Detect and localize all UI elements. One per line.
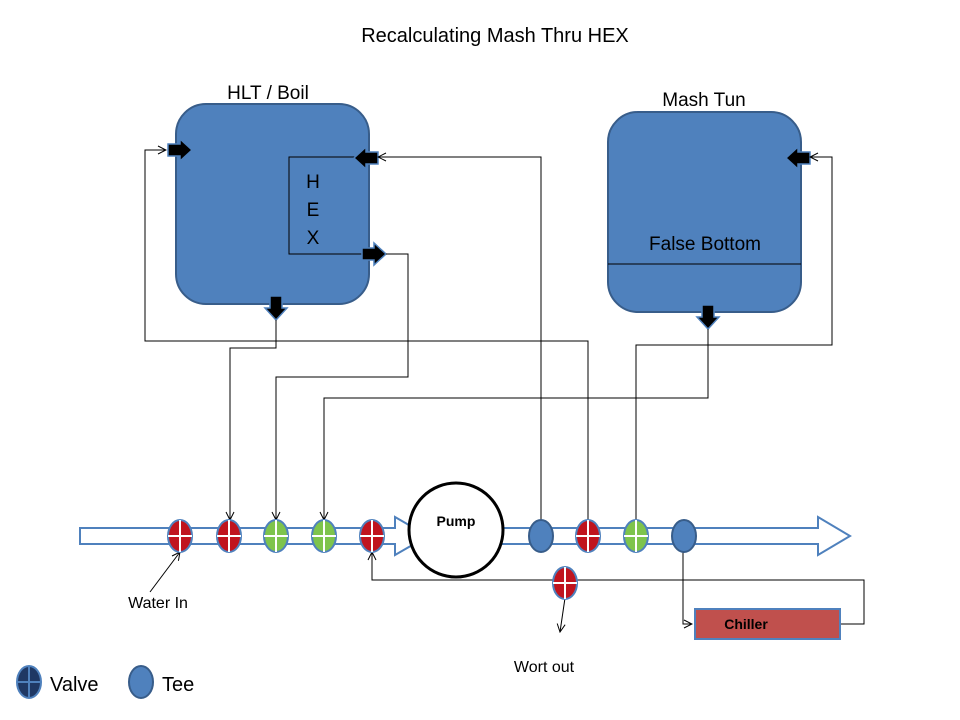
line-tee-to-chiller — [682, 552, 692, 624]
hex-inlet-port-icon — [352, 145, 379, 171]
hex-letter-x: X — [307, 228, 320, 249]
hlt-tank — [175, 103, 370, 305]
chiller — [694, 608, 841, 640]
line-wort-out-pointer — [560, 597, 565, 632]
valve-mash-inlet[interactable] — [623, 519, 649, 553]
wort-out-label: Wort out — [514, 659, 575, 676]
line-hex-outlet-to-valve — [276, 253, 409, 520]
hex-outlet-port-icon — [361, 241, 388, 267]
legend-tee-label: Tee — [162, 674, 194, 696]
line-mash-drain-to-valve — [324, 329, 709, 520]
false-bottom-label: False Bottom — [649, 234, 761, 255]
legend-tee-icon — [128, 665, 154, 699]
hex-coil-line — [288, 156, 362, 255]
valve-hlt-drain[interactable] — [216, 519, 242, 553]
mash-tun-inlet-port-icon — [784, 145, 811, 171]
line-tee-to-hex-inlet — [378, 157, 542, 520]
tee-chiller-branch — [671, 519, 697, 553]
valve-chiller-return[interactable] — [359, 519, 385, 553]
line-chiller-return — [372, 552, 865, 625]
hex-letter-h: H — [306, 172, 320, 193]
connection-lines — [144, 150, 865, 632]
valve-mash-drain[interactable] — [311, 519, 337, 553]
water-in-label: Water In — [128, 595, 188, 612]
mash-tun-drain-port-icon — [695, 304, 721, 331]
pump — [407, 481, 505, 579]
line-water-in-pointer — [149, 552, 180, 593]
hex-letter-e: E — [307, 200, 320, 221]
chiller-label: Chiller — [724, 616, 768, 632]
line-valve-to-mash-inlet — [635, 157, 833, 522]
legend-valve-icon — [16, 665, 42, 699]
valve-hlt-inlet[interactable] — [575, 519, 601, 553]
mash-tun-label: Mash Tun — [662, 90, 745, 111]
diagram-title: Recalculating Mash Thru HEX — [361, 25, 629, 47]
valve-hex-outlet[interactable] — [263, 519, 289, 553]
line-hlt-drain-to-valve — [230, 320, 277, 520]
line-to-hlt-inlet — [144, 150, 589, 522]
pump-label: Pump — [437, 513, 476, 529]
hlt-inlet-port-icon — [167, 137, 194, 163]
mash-tun-tank — [607, 111, 802, 313]
legend-valve-label: Valve — [50, 674, 99, 696]
hlt-drain-port-icon — [263, 295, 289, 322]
valve-wort-out[interactable] — [552, 566, 578, 600]
tee-pump-outlet — [528, 519, 554, 553]
hlt-label: HLT / Boil — [227, 83, 309, 104]
valve-water-in[interactable] — [167, 519, 193, 553]
legend: Valve Tee — [16, 665, 194, 699]
